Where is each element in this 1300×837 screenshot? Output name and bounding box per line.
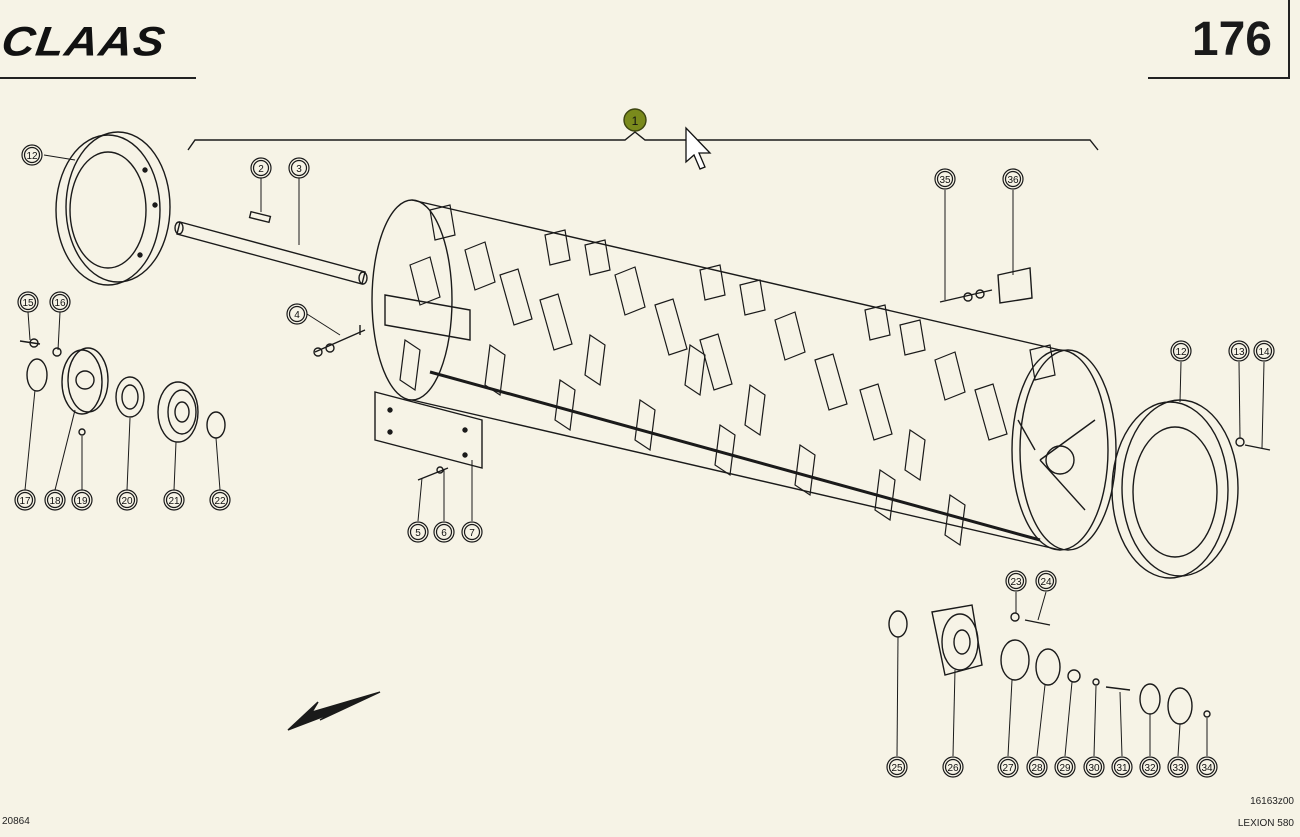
callout-label: 6 — [441, 528, 447, 539]
callout-22: 22 — [209, 489, 231, 511]
callout-label: 20 — [121, 496, 133, 507]
header-rule-left — [0, 77, 196, 79]
callout-label: 4 — [294, 310, 300, 321]
callout-label: 23 — [1010, 577, 1022, 588]
callout-label: 24 — [1040, 577, 1052, 588]
shaft-part — [174, 210, 368, 285]
callout-label: 7 — [469, 528, 475, 539]
page-number: 176 — [1191, 13, 1272, 66]
callout-label: 19 — [76, 496, 88, 507]
callout-35: 35 — [934, 168, 956, 190]
callout-24: 24 — [1035, 570, 1057, 592]
callout-15: 15 — [17, 291, 39, 313]
callout-36: 36 — [1002, 168, 1024, 190]
callout-label: 34 — [1201, 763, 1213, 774]
callout-label: 27 — [1002, 763, 1014, 774]
rotor-drum — [371, 199, 1117, 551]
callout-5: 5 — [407, 521, 429, 543]
callout-25: 25 — [886, 756, 908, 778]
callout-label: 32 — [1144, 763, 1156, 774]
drum-inspection-opening — [384, 294, 471, 341]
cursor-arrow-icon — [685, 126, 712, 170]
clip-35-36-part — [939, 267, 1033, 304]
callout-16: 16 — [49, 291, 71, 313]
callout-label: 29 — [1059, 763, 1071, 774]
callout-label: 21 — [168, 496, 180, 507]
callout-label: 25 — [891, 763, 903, 774]
callout-19: 19 — [71, 489, 93, 511]
callout-34: 34 — [1196, 756, 1218, 778]
callout-label: 12 — [26, 151, 38, 162]
callout-4: 4 — [286, 303, 308, 325]
callout-label: 30 — [1088, 763, 1100, 774]
callout-label: 26 — [947, 763, 959, 774]
callout-21: 21 — [163, 489, 185, 511]
callout-31: 31 — [1111, 756, 1133, 778]
callout-label: 16 — [54, 298, 66, 309]
callout-17: 17 — [14, 489, 36, 511]
direction-arrow-icon — [287, 691, 381, 731]
callout-label: 35 — [939, 175, 951, 186]
callout-label: 36 — [1007, 175, 1019, 186]
callout-33: 33 — [1167, 756, 1189, 778]
callout-label: 28 — [1031, 763, 1043, 774]
drawing-number: 20864 — [2, 816, 30, 827]
callout-7: 7 — [461, 521, 483, 543]
callout-label: 2 — [258, 164, 264, 175]
callout-leaders — [24, 154, 1265, 757]
callout-18: 18 — [44, 489, 66, 511]
callout-32: 32 — [1139, 756, 1161, 778]
callout-30: 30 — [1083, 756, 1105, 778]
callout-20: 20 — [116, 489, 138, 511]
callout-label: 14 — [1258, 347, 1270, 358]
callout-13: 13 — [1228, 340, 1250, 362]
svg-text:1: 1 — [632, 114, 639, 128]
rotor-teeth — [399, 204, 1056, 547]
right-hub-parts — [888, 604, 1211, 725]
callout-label: 3 — [296, 164, 302, 175]
callout-29: 29 — [1054, 756, 1076, 778]
bolt-5-6-part — [417, 466, 449, 481]
callout-label: 22 — [214, 496, 226, 507]
callout-14: 14 — [1253, 340, 1275, 362]
header-frame-right — [1288, 0, 1290, 79]
reference-code: 16163z00 — [1250, 796, 1294, 807]
callout-label: 5 — [415, 528, 421, 539]
callout-label: 13 — [1233, 347, 1245, 358]
callout-label: 17 — [19, 496, 31, 507]
header-rule-right — [1148, 77, 1288, 79]
left-hub-parts — [19, 338, 226, 443]
callout-label: 31 — [1116, 763, 1128, 774]
cover-plate-part — [374, 391, 483, 469]
callout-23: 23 — [1005, 570, 1027, 592]
callout-3: 3 — [288, 157, 310, 179]
assembly-callout: 1 — [623, 108, 647, 132]
callout-label: 15 — [22, 298, 34, 309]
callout-label: 18 — [49, 496, 61, 507]
assembly-bracket — [187, 131, 1099, 151]
model-name: LEXION 580 — [1237, 818, 1294, 829]
callout-label: 33 — [1172, 763, 1184, 774]
callout-2: 2 — [250, 157, 272, 179]
callout-label: 12 — [1175, 347, 1187, 358]
callout-28: 28 — [1026, 756, 1048, 778]
left-ring-part — [55, 131, 171, 286]
callout-12: 12 — [21, 144, 43, 166]
callout-6: 6 — [433, 521, 455, 543]
right-ring-part — [1111, 399, 1271, 579]
bolt-4-part — [313, 325, 366, 357]
callout-26: 26 — [942, 756, 964, 778]
callout-27: 27 — [997, 756, 1019, 778]
callout-12: 12 — [1170, 340, 1192, 362]
